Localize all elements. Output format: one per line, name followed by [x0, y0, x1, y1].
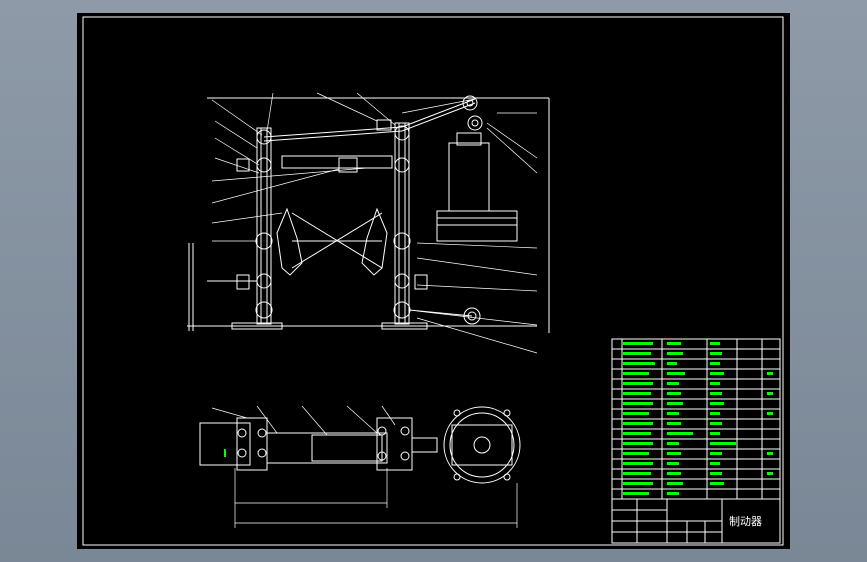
front-view: [187, 95, 550, 333]
top-tie-rod: [263, 126, 403, 138]
right-brake-arm: [394, 122, 410, 325]
thruster-body: [436, 210, 518, 242]
right-top-pivot: [394, 125, 410, 141]
parts-list-entries: [224, 342, 773, 495]
brake-assembly-drawing: 制动器: [82, 16, 784, 546]
front-view-leaders: [211, 92, 538, 354]
left-top-pivot: [256, 129, 272, 145]
title-block: [611, 498, 781, 544]
drawing-sheet: 制动器: [77, 13, 790, 549]
thruster-lever: [401, 98, 476, 128]
top-view-rod: [266, 432, 388, 464]
top-view-left-end: [199, 422, 251, 466]
drawing-title: 制动器: [729, 515, 762, 528]
top-view: [199, 405, 521, 528]
right-brake-shoe: [361, 207, 388, 276]
left-brake-shoe: [276, 207, 303, 276]
thruster-flange: [443, 406, 521, 484]
spring-rod: [281, 155, 393, 169]
left-brake-arm: [256, 127, 272, 325]
thruster-cylinder: [448, 142, 490, 212]
sheet-border: [82, 16, 784, 546]
